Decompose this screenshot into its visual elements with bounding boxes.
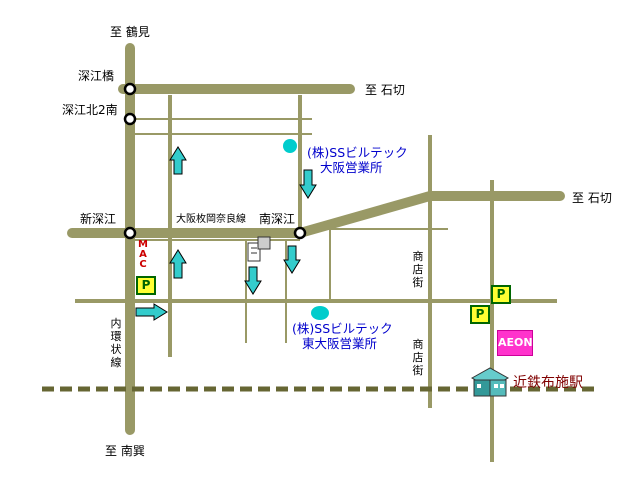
arrows <box>135 146 317 321</box>
office-osaka-name: (株)SSビルテック <box>307 145 408 160</box>
label-to-minamitatsumi: 至 南巽 <box>105 444 145 458</box>
label-fukaebashi: 深江橋 <box>78 69 115 83</box>
mac-landmark: MAC <box>138 239 148 270</box>
intersection-fukae-kita <box>123 112 137 126</box>
arrow-icon <box>135 303 168 321</box>
parking-icon: P <box>136 276 156 295</box>
arrow-icon <box>244 266 262 295</box>
label-fukae-kita-2-minami: 深江北2南 <box>62 103 118 117</box>
label-osaka-hirakata-nara-line: 大阪枚岡奈良線 <box>176 214 246 225</box>
arrow-icon <box>169 146 187 175</box>
label-kintetsu-fuse-station: 近鉄布施駅 <box>513 375 583 391</box>
label-shotengai-lower: 商店街 <box>412 338 424 377</box>
intersection-shinfukae <box>123 226 137 240</box>
intersections <box>123 82 307 240</box>
office-higashi-branch: 東大阪営業所 <box>302 336 378 351</box>
label-to-ishikiri-right: 至 石切 <box>572 191 612 205</box>
parking-icon: P <box>491 285 511 304</box>
intersection-minamifukae <box>293 226 307 240</box>
label-shinfukae: 新深江 <box>80 212 117 226</box>
parking-icon: P <box>470 305 490 324</box>
office-marker-osaka <box>283 139 297 153</box>
intersection-fukaebashi <box>123 82 137 96</box>
office-osaka-branch: 大阪営業所 <box>320 160 383 175</box>
office-higashi-name: (株)SSビルテック <box>292 321 393 336</box>
medium-roads <box>75 95 557 462</box>
station-building-icon <box>470 367 510 397</box>
arrow-icon <box>299 169 317 199</box>
label-to-tsurumi: 至 鶴見 <box>110 25 150 39</box>
arrow-icon <box>283 245 301 274</box>
office-marker-higashi <box>311 306 329 320</box>
label-minamifukae: 南深江 <box>259 212 296 226</box>
building-icon <box>247 236 271 262</box>
arrow-icon <box>169 249 187 279</box>
minor-roads <box>130 118 448 343</box>
label-naikanjo-line: 内環状線 <box>110 317 122 369</box>
label-shotengai-upper: 商店街 <box>412 250 424 289</box>
aeon-logo: AEON <box>497 330 533 356</box>
label-to-ishikiri-top: 至 石切 <box>365 83 405 97</box>
